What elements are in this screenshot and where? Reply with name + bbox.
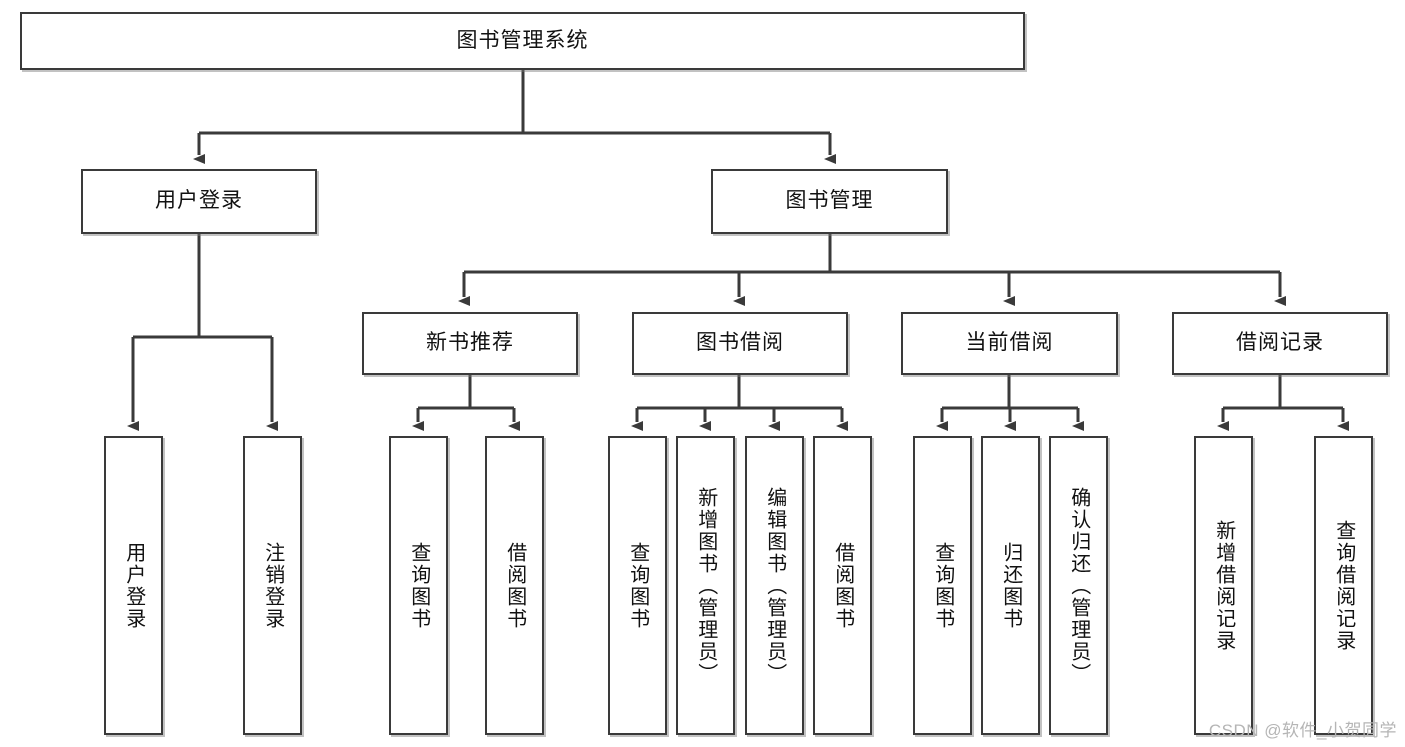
node-leaf-add-record[interactable]: 新增借阅记录 xyxy=(1194,436,1253,735)
node-leaf-borrow-book-2[interactable]: 借阅图书 xyxy=(813,436,872,735)
node-user-login[interactable]: 用户登录 xyxy=(81,169,317,234)
node-root[interactable]: 图书管理系统 xyxy=(20,12,1025,70)
node-leaf-query-book-1[interactable]: 查询图书 xyxy=(389,436,448,735)
node-leaf-query-record-label: 查询借阅记录 xyxy=(1332,519,1355,652)
node-borrow-record-label: 借阅记录 xyxy=(1236,331,1324,355)
node-book-manage[interactable]: 图书管理 xyxy=(711,169,948,234)
node-borrow-record[interactable]: 借阅记录 xyxy=(1172,312,1388,375)
node-leaf-return-book-label: 归还图书 xyxy=(999,541,1022,630)
node-leaf-add-record-label: 新增借阅记录 xyxy=(1212,519,1235,652)
node-leaf-confirm-return[interactable]: 确认归还（管理员） xyxy=(1049,436,1108,735)
node-leaf-query-record[interactable]: 查询借阅记录 xyxy=(1314,436,1373,735)
node-leaf-add-book[interactable]: 新增图书（管理员） xyxy=(676,436,735,735)
watermark: CSDN @软件_小贺同学 xyxy=(1208,721,1397,740)
node-leaf-add-book-label: 新增图书（管理员） xyxy=(694,486,717,685)
node-new-book-rec[interactable]: 新书推荐 xyxy=(362,312,578,375)
node-leaf-borrow-book-2-label: 借阅图书 xyxy=(831,541,854,630)
node-new-book-rec-label: 新书推荐 xyxy=(426,331,514,355)
node-leaf-query-book-1-label: 查询图书 xyxy=(407,541,430,630)
node-leaf-edit-book[interactable]: 编辑图书（管理员） xyxy=(745,436,804,735)
node-leaf-query-book-2-label: 查询图书 xyxy=(626,541,649,630)
node-leaf-return-book[interactable]: 归还图书 xyxy=(981,436,1040,735)
node-leaf-user-login[interactable]: 用户登录 xyxy=(104,436,163,735)
node-leaf-confirm-return-label: 确认归还（管理员） xyxy=(1067,486,1090,685)
node-current-borrow[interactable]: 当前借阅 xyxy=(901,312,1118,375)
node-leaf-user-login-label: 用户登录 xyxy=(122,541,145,630)
node-leaf-logout[interactable]: 注销登录 xyxy=(243,436,302,735)
node-book-manage-label: 图书管理 xyxy=(785,189,874,213)
node-book-borrow[interactable]: 图书借阅 xyxy=(632,312,848,375)
node-leaf-borrow-book-1[interactable]: 借阅图书 xyxy=(485,436,544,735)
node-current-borrow-label: 当前借阅 xyxy=(965,331,1054,355)
node-leaf-edit-book-label: 编辑图书（管理员） xyxy=(763,486,786,685)
node-leaf-borrow-book-1-label: 借阅图书 xyxy=(503,541,526,630)
node-root-label: 图书管理系统 xyxy=(456,28,589,52)
node-book-borrow-label: 图书借阅 xyxy=(696,331,784,355)
node-user-login-label: 用户登录 xyxy=(155,189,243,213)
node-leaf-query-book-3-label: 查询图书 xyxy=(931,541,954,630)
node-leaf-query-book-2[interactable]: 查询图书 xyxy=(608,436,667,735)
node-leaf-logout-label: 注销登录 xyxy=(261,541,284,630)
node-leaf-query-book-3[interactable]: 查询图书 xyxy=(913,436,972,735)
